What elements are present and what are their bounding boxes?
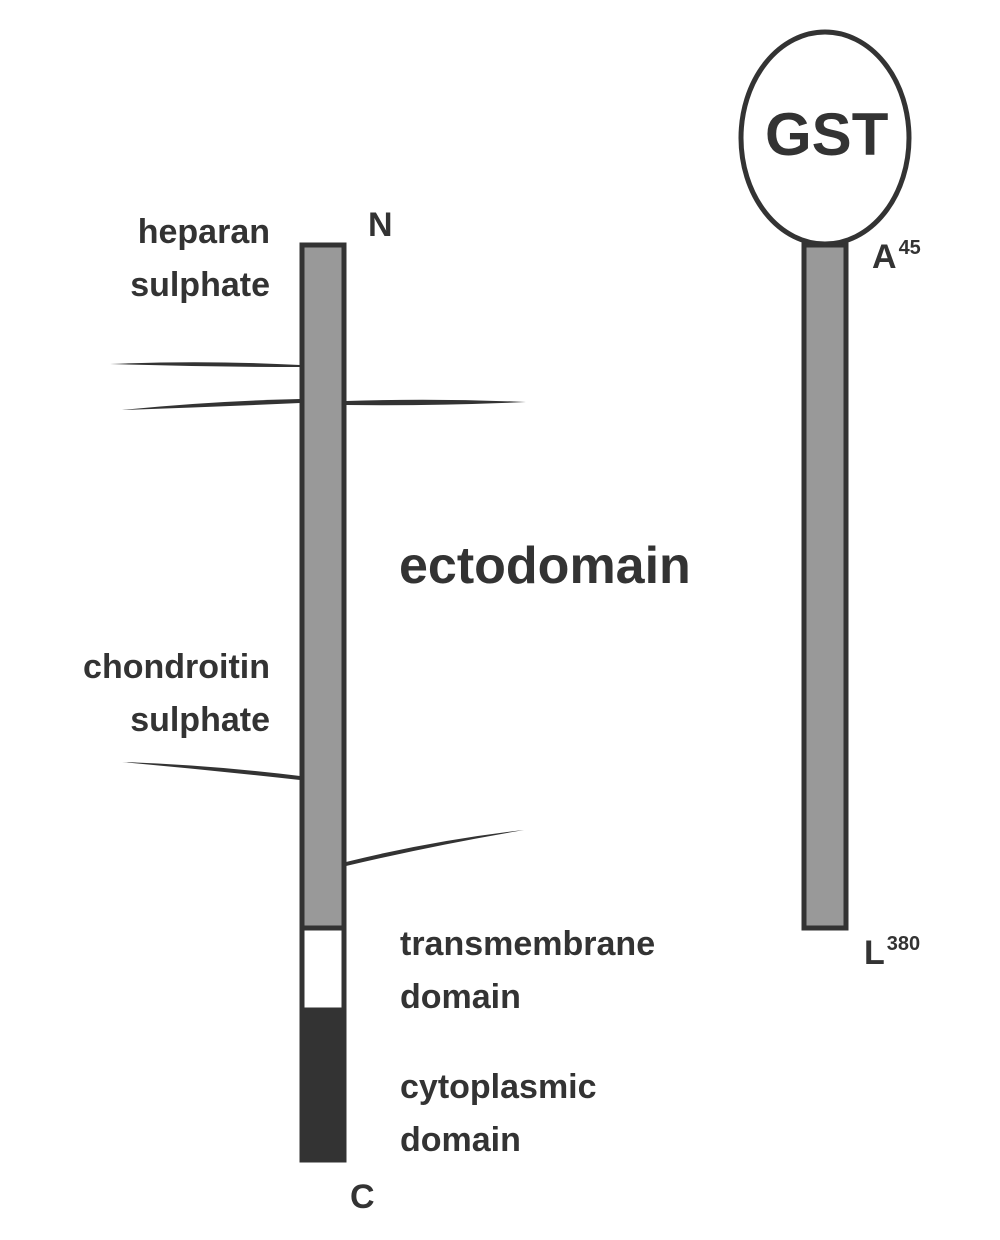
chondroitin-sulphate-chain-2: [346, 830, 524, 866]
c-terminus-label: C: [350, 1178, 375, 1216]
left-ectodomain-bar: [299, 242, 347, 931]
ectodomain-label: ectodomain: [399, 537, 691, 595]
cytoplasmic-label-line1: cytoplasmic: [400, 1068, 597, 1106]
transmembrane-label-line2: domain: [400, 978, 521, 1016]
right-fusion-bar: [801, 242, 849, 931]
left-cytoplasmic-segment: [299, 1007, 347, 1163]
start-residue-letter: A: [872, 238, 897, 276]
heparan-sulphate-chain-3: [346, 399, 526, 406]
left-transmembrane-segment: [299, 925, 347, 1013]
chondroitin-label-line2: sulphate: [130, 701, 270, 739]
chondroitin-sulphate-chain-1: [122, 762, 300, 780]
start-residue-position: 45: [898, 237, 921, 259]
chondroitin-label-line1: chondroitin: [83, 648, 270, 686]
transmembrane-label-line1: transmembrane: [400, 925, 656, 963]
end-residue-letter: L: [864, 934, 885, 972]
heparan-label-line1: heparan: [137, 213, 270, 251]
heparan-sulphate-chain-1: [110, 362, 300, 367]
cytoplasmic-label-line2: domain: [400, 1121, 521, 1159]
end-residue-position: 380: [886, 933, 921, 955]
gst-ellipse: [738, 29, 912, 247]
gst-label: GST: [765, 101, 889, 168]
heparan-sulphate-chain-2: [122, 399, 300, 410]
n-terminus-label: N: [368, 206, 393, 244]
heparan-label-line2: sulphate: [130, 266, 270, 304]
